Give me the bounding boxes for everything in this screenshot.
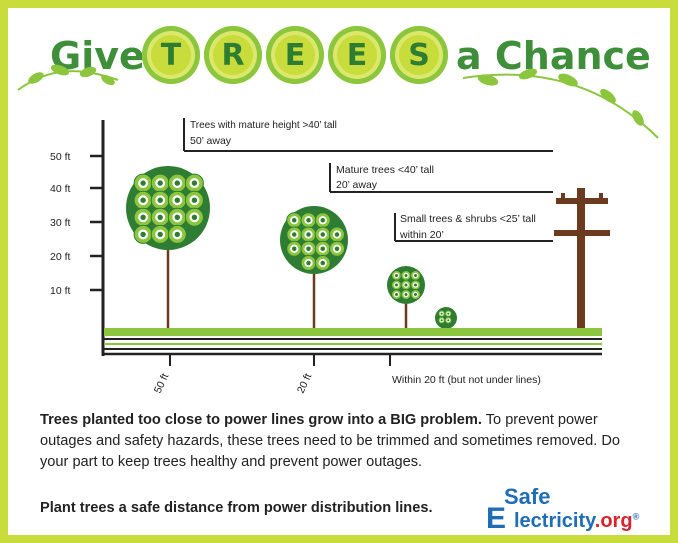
callout-large-trees: Trees with mature height >40’ tall 50’ a… — [183, 118, 553, 152]
title-word-chance: a Chance — [456, 34, 651, 78]
distance-label-within: Within 20 ft (but not under lines) — [392, 374, 541, 386]
title-letter-badge: R — [204, 26, 262, 84]
right-vine-decoration — [462, 68, 659, 139]
title-letter-badge: T — [142, 26, 200, 84]
body-rest: To prevent power outages and safety haza… — [40, 412, 621, 470]
title-letter-badge: S — [390, 26, 448, 84]
height-tick-label: 50 ft — [50, 151, 71, 163]
callout-mature-trees: Mature trees <40’ tall 20’ away — [329, 163, 553, 193]
height-tick-label: 30 ft — [50, 217, 71, 229]
callout-large-line1: Trees with mature height >40’ tall — [190, 120, 337, 131]
ground-strip — [103, 328, 602, 356]
left-vine-decoration — [17, 64, 119, 91]
logo-e-letter: E — [486, 502, 507, 535]
tree-group — [126, 166, 457, 336]
height-axis-ticks: 50 ft 40 ft 30 ft 20 ft 10 ft — [50, 151, 103, 297]
large-tree — [126, 166, 210, 336]
callout-mature-line2: 20’ away — [336, 179, 378, 191]
distance-label-20ft: 20 ft — [295, 372, 315, 396]
height-tick-label: 20 ft — [50, 251, 71, 263]
title-letter-badge: E — [266, 26, 324, 84]
shrub — [435, 307, 457, 332]
logo-lectricity-text: lectricity.org® — [514, 510, 640, 532]
distance-label-50ft: 50 ft — [152, 372, 172, 396]
body-bold-lead: Trees planted too close to power lines g… — [40, 412, 482, 428]
utility-pole — [554, 188, 610, 330]
title-banner: Give T R E E S a Chance — [8, 26, 670, 96]
infographic-frame: Give T R E E S a Chance — [8, 8, 670, 535]
callout-large-line2: 50’ away — [190, 135, 232, 147]
mature-tree — [280, 206, 348, 336]
height-tick-label: 10 ft — [50, 285, 71, 297]
body-paragraph: Trees planted too close to power lines g… — [40, 410, 650, 473]
logo-safe-text: Safe — [504, 484, 551, 509]
callout-small-trees: Small trees & shrubs <25’ tall within 20… — [394, 213, 553, 242]
callout-mature-line1: Mature trees <40’ tall — [336, 164, 434, 176]
height-tick-label: 40 ft — [50, 183, 71, 195]
small-tree — [387, 266, 425, 336]
callout-small-line1: Small trees & shrubs <25’ tall — [400, 213, 536, 225]
safe-electricity-logo: Safe E lectricity.org® — [484, 484, 664, 535]
title-letter-badge: E — [328, 26, 386, 84]
footer-statement: Plant trees a safe distance from power d… — [40, 500, 433, 516]
tree-distance-diagram: 50 ft 40 ft 30 ft 20 ft 10 ft Trees with… — [17, 64, 659, 396]
callout-small-line2: within 20’ — [399, 229, 444, 241]
